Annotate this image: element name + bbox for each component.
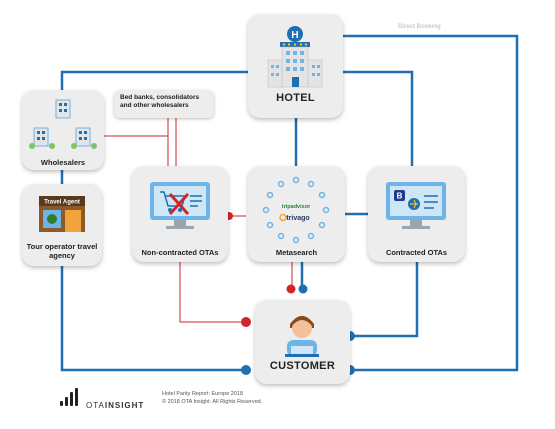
- line-hotel-wholesalers: [60, 70, 248, 90]
- tripadvisor-logo-text: tripadvisor: [282, 204, 311, 210]
- travel-agency-shop-icon: Travel Agent: [39, 196, 85, 232]
- line-hotel-direct: [343, 34, 519, 372]
- ota-insight-wordmark: OTAINSIGHT: [86, 401, 145, 410]
- trivago-logo-text: trivago: [286, 215, 309, 222]
- tour-operator-node: Travel Agent Tour operator travel agency: [22, 184, 102, 266]
- cart-crossed-monitor-icon: [150, 182, 210, 229]
- footer-line-1: Hotel Parity Report: Europe 2018: [162, 391, 244, 397]
- dot-red-customer-left: [241, 317, 251, 327]
- travel-agent-sign-text: Travel Agent: [44, 200, 80, 206]
- hotel-building-icon: H: [267, 26, 323, 88]
- metasearch-node: tripadvisor trivago Metasearch: [248, 166, 345, 262]
- line-nonctr-customer: [179, 262, 245, 323]
- customer-label: CUSTOMER: [269, 360, 336, 372]
- dot-red-meta-customer: [286, 284, 296, 294]
- wholesalers-node: Wholesalers: [22, 90, 104, 170]
- wholesalers-buildings-icon: [29, 99, 97, 149]
- tour-operator-label: Tour operator travel agency: [26, 242, 98, 260]
- direct-booking-label: Direct Booking: [398, 24, 441, 30]
- contracted-otas-label: Contracted OTAs: [385, 248, 448, 257]
- line-contracted-customer: [350, 262, 419, 338]
- line-hotel-contracted: [343, 70, 414, 166]
- non-contracted-otas-label: Non-contracted OTAs: [141, 248, 219, 257]
- booking-monitor-icon: B: [386, 182, 446, 229]
- ota-insight-logo-icon: [60, 388, 80, 406]
- wholesalers-label: Wholesalers: [40, 158, 86, 167]
- booking-b-text: B: [397, 192, 403, 201]
- contracted-otas-node: B Contracted OTAs: [368, 166, 465, 262]
- non-contracted-otas-node: Non-contracted OTAs: [132, 166, 228, 262]
- footer-line-2: © 2018 OTA Insight. All Rights Reserved.: [162, 399, 263, 405]
- metasearch-ring-icon: tripadvisor trivago: [262, 176, 330, 244]
- metasearch-label: Metasearch: [275, 248, 318, 257]
- bed-banks-note: Bed banks, consolidators and other whole…: [114, 90, 214, 118]
- line-tour-customer: [60, 266, 245, 372]
- dot-blue-customer-left: [241, 365, 251, 375]
- hotel-node: H HOTEL: [248, 14, 343, 118]
- footer-text: Hotel Parity Report: Europe 2018 © 2018 …: [162, 390, 262, 406]
- dot-blue-meta-customer: [298, 284, 308, 294]
- hotel-sign-text: H: [291, 30, 298, 41]
- hotel-label: HOTEL: [276, 92, 315, 104]
- customer-node: CUSTOMER: [255, 300, 350, 384]
- customer-person-icon: [285, 316, 319, 357]
